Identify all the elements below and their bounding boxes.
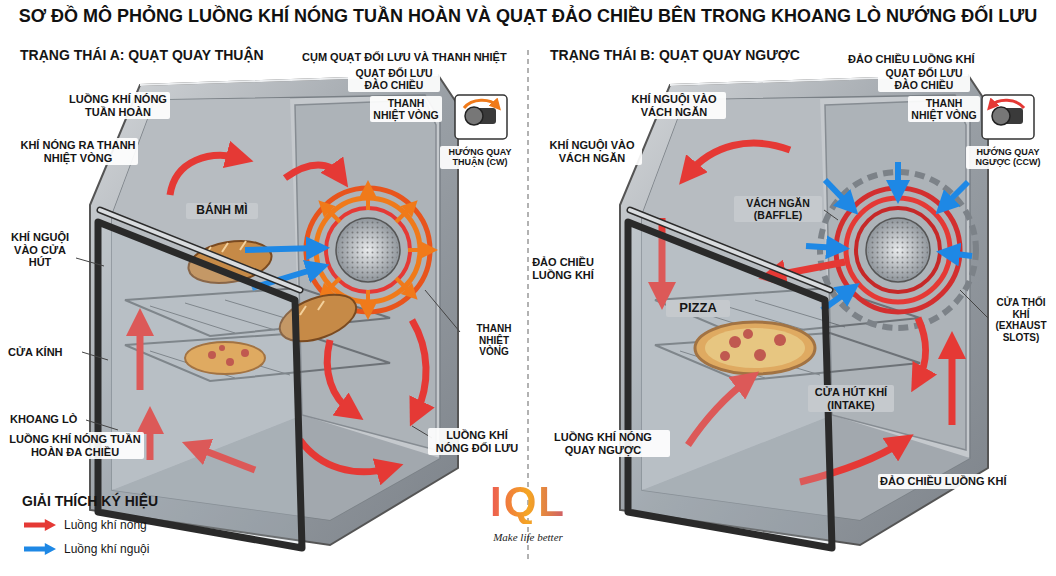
fan-assembly [820, 172, 976, 328]
callout-label: CỬA THỐI KHÍ (EXHAUST SLOTS) [990, 296, 1052, 344]
callout-label: LUỒNG KHÍ NÓNG TUẦN HOÀN [66, 92, 170, 119]
callout-label: VÁCH NGĂN (BAFFLE) [734, 196, 822, 222]
callout-label: ĐẢO CHIỀU LUỒNG KHÍ [846, 52, 1026, 67]
logo-mark: IQL [470, 480, 586, 524]
callout-label: CỬA KÍNH [6, 345, 82, 360]
glass-door [628, 210, 832, 548]
callout-label: KHÍ NGUỘI VÀO VÁCH NGĂN [622, 92, 726, 119]
diagram-title: SƠ ĐỒ MÔ PHỎNG LUỒNG KHÍ NÓNG TUẦN HOÀN … [0, 6, 1056, 27]
legend-text: Luồng khí nóng [64, 518, 147, 532]
callout-label: LUỒNG KHÍ NÓNG TUẦN HOÀN ĐA CHIỀU [6, 432, 144, 459]
callout-label: KHÍ NGUỘI VÀO VÁCH NGĂN [542, 138, 642, 165]
callout-label: KHÍ NÓNG RA THANH NHIỆT VÒNG [18, 138, 138, 165]
callout-label: CỬA HÚT KHÍ (INTAKE) [808, 385, 894, 412]
callout-label: THANH NHIỆT VÒNG [462, 322, 526, 359]
callout-label: ĐẢO CHIỀU LUỒNG KHÍ [530, 255, 596, 282]
callout-label: KHOANG LÒ [8, 412, 86, 427]
legend-heading: GIẢI THÍCH KÝ HIỆU [20, 492, 240, 510]
food-label: BÁNH MÌ [186, 203, 258, 219]
state-heading: TRẠNG THÁI A: QUẠT QUAY THUẬN [18, 46, 318, 64]
rotation-icon [455, 95, 507, 139]
callout-label: QUẠT ĐỐI LƯU ĐẢO CHIỀU [878, 66, 970, 92]
callout-label: THANH NHIỆT VÒNG [370, 96, 442, 122]
state-heading: TRẠNG THÁI B: QUẠT QUAY NGƯỢC [548, 46, 848, 64]
legend-swatch [24, 543, 56, 555]
legend-text: Luồng khí nguội [64, 542, 149, 556]
logo-slogan: Make life better [470, 530, 586, 545]
legend-item: Luồng khí nóng [24, 518, 147, 532]
hot-radial-arrows [324, 188, 430, 312]
legend-swatch [24, 519, 56, 531]
callout-label: LUỒNG KHÍ NÓNG QUAY NGƯỢC [536, 430, 670, 457]
leader-lines [76, 210, 988, 438]
callout-label: CỤM QUẠT ĐỐI LƯU VÀ THANH NHIỆT [300, 50, 522, 65]
callout-label: QUẠT ĐỐI LƯU ĐẢO CHIỀU [348, 66, 440, 92]
icon-caption: HƯỚNG QUAY NGƯỢC (CCW) [966, 146, 1050, 169]
callout-label: THANH NHIỆT VÒNG [908, 96, 980, 122]
callout-label: KHÍ NGUỘI VÀO CỬA HÚT [6, 230, 74, 270]
icon-caption: HƯỚNG QUAY THUẬN (CW) [440, 146, 520, 169]
callout-label: LUỒNG KHÍ NÓNG ĐỐI LƯU [428, 428, 526, 455]
callout-label: ĐẢO CHIỀU LUỒNG KHÍ [878, 474, 1048, 489]
rotation-icon [982, 95, 1034, 139]
legend-item: Luồng khí nguội [24, 542, 149, 556]
fan-assembly [306, 188, 430, 312]
food-label: PIZZA [666, 300, 730, 317]
